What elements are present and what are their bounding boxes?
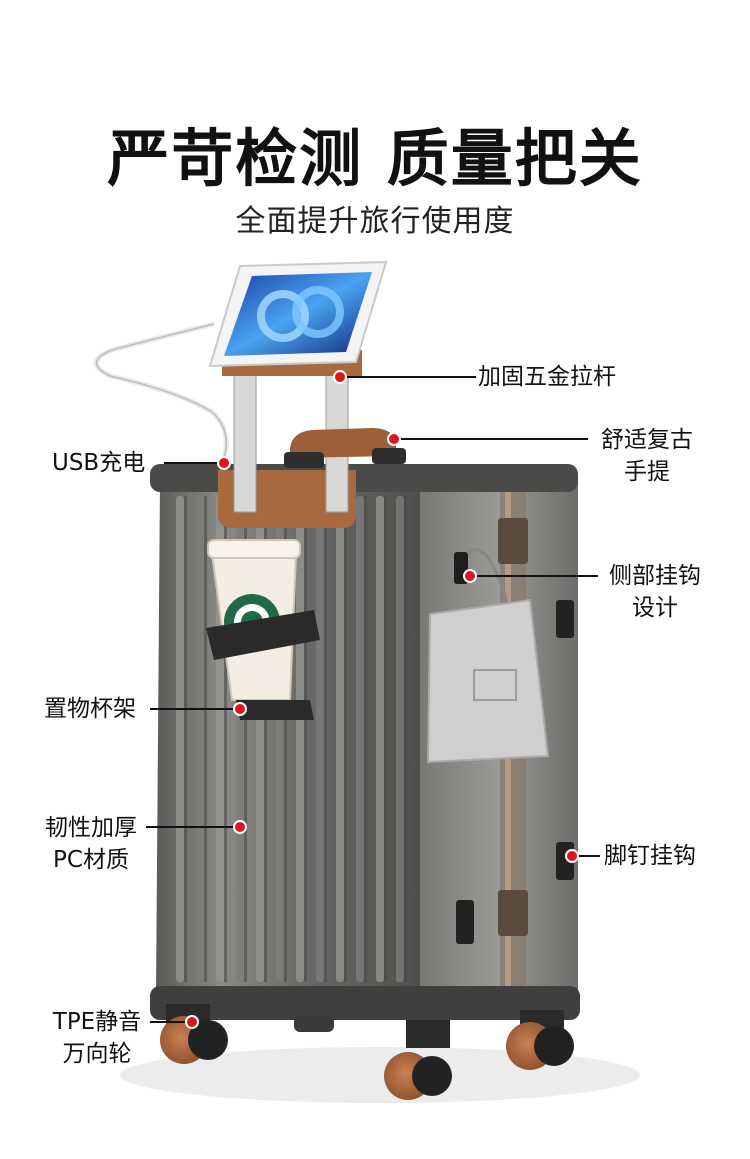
hinge-bottom <box>498 890 528 936</box>
shell-rib-shadow <box>184 496 187 982</box>
callout-side-hook: 侧部挂钩 设计 <box>600 560 710 624</box>
callout-handle: 加固五金拉杆 <box>478 364 616 390</box>
handle-mount-left <box>284 452 324 468</box>
shell-rib <box>296 496 304 982</box>
shopping-bag-icon <box>426 548 550 764</box>
shell-rib-shadow <box>264 496 267 982</box>
top-handle-marker <box>387 432 401 446</box>
bottom-foot <box>294 1016 334 1032</box>
shell-rib-shadow <box>304 496 307 982</box>
shell-rib <box>376 496 384 982</box>
shell-rib <box>356 496 364 982</box>
hinge-top <box>498 518 528 564</box>
tablet-icon <box>208 260 388 368</box>
callout-wheels-line2: 万向轮 <box>62 1041 132 1067</box>
callout-markers <box>146 370 600 1029</box>
callout-pc-shell-line2: PC材质 <box>53 847 129 873</box>
callout-usb: USB充电 <box>52 450 146 476</box>
wheel-back-right <box>506 1010 574 1070</box>
pc-shell-marker <box>233 820 247 834</box>
handle-marker <box>333 370 347 384</box>
callout-wheels-line1: TPE静音 <box>52 1009 142 1035</box>
cup-holder-marker <box>233 702 247 716</box>
callout-cup-holder: 置物杯架 <box>44 696 136 722</box>
callout-top-handle-line1: 舒适复古 <box>601 427 693 453</box>
top-frame <box>150 464 578 492</box>
callout-side-hook-line2: 设计 <box>632 595 678 621</box>
floor-shadow <box>120 1047 640 1103</box>
callout-pc-shell: 韧性加厚 PC材质 <box>36 812 146 876</box>
shell-rib-shadow <box>284 496 287 982</box>
shell-rib <box>196 496 204 982</box>
cup-holder-ring <box>206 610 320 660</box>
wheels-marker <box>185 1015 199 1029</box>
page-title: 严苛检测 质量把关 <box>107 122 643 195</box>
usb-marker <box>217 456 231 470</box>
page-subtitle: 全面提升旅行使用度 <box>235 204 515 239</box>
shell-rib-shadow <box>344 496 347 982</box>
shell-rib <box>396 496 404 982</box>
shell-rib-shadow <box>324 496 327 982</box>
shell-rib-shadow <box>364 496 367 982</box>
wheel-front-right <box>384 1020 452 1100</box>
cup-holder-base <box>236 700 314 720</box>
shell-rib-shadow <box>404 496 407 982</box>
shell-rib-shadow <box>204 496 207 982</box>
callout-top-handle-line2: 手提 <box>624 459 670 485</box>
callout-foot-hook: 脚钉挂钩 <box>604 843 696 869</box>
foot-hook-marker <box>565 849 579 863</box>
callout-top-handle: 舒适复古 手提 <box>592 424 702 488</box>
shell-rib <box>176 496 184 982</box>
usb-cable-edge <box>95 323 227 459</box>
handle-mount-right <box>372 448 406 464</box>
side-hook-marker <box>463 569 477 583</box>
side-clasp-top <box>556 600 574 638</box>
shell-rib-shadow <box>384 496 387 982</box>
side-clasp-bottom <box>456 900 474 944</box>
shell-rib-shadow <box>224 496 227 982</box>
bottom-frame <box>150 986 580 1020</box>
callout-wheels: TPE静音 万向轮 <box>44 1006 150 1070</box>
top-carry-handle[interactable] <box>290 428 396 458</box>
callout-side-hook-line1: 侧部挂钩 <box>609 563 701 589</box>
callout-pc-shell-line1: 韧性加厚 <box>45 815 137 841</box>
trolley-rod-left <box>233 371 257 513</box>
shell-rib <box>316 496 324 982</box>
shell-rib <box>336 496 344 982</box>
shell-rib-shadow <box>244 496 247 982</box>
usb-cable-icon <box>94 321 229 459</box>
